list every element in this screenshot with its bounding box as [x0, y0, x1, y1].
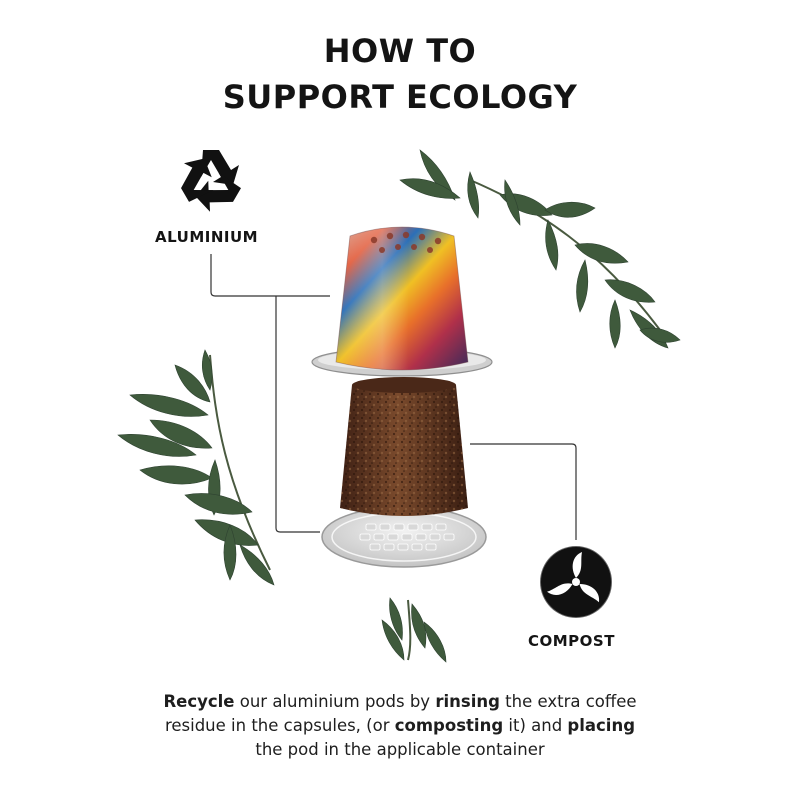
leaf-branch-left [117, 349, 275, 586]
title-line-1: HOW TO [323, 32, 477, 70]
compost-connector [470, 443, 577, 540]
caption: Recycle our aluminium pods by rinsing th… [0, 690, 800, 762]
lid-connector [275, 296, 320, 533]
aluminium-label: ALUMINIUM [155, 228, 259, 246]
caption-text: our aluminium pods by [234, 692, 436, 711]
caption-text: the extra coffee [499, 692, 637, 711]
connector-lines [210, 254, 577, 540]
caption-line-1: Recycle our aluminium pods by rinsing th… [0, 690, 800, 714]
leaf-branch-bottom [381, 597, 447, 663]
caption-composting: composting [394, 716, 504, 735]
caption-line-2: residue in the capsules, (or composting … [0, 714, 800, 738]
page-title: HOW TO SUPPORT ECOLOGY [0, 28, 800, 120]
caption-text: the pod in the applicable container [255, 740, 545, 759]
leaf-branch-top-right [399, 149, 681, 349]
recycle-icon [181, 150, 241, 212]
aluminium-connector [210, 254, 330, 297]
pod-capsule [335, 226, 469, 371]
caption-text: it) and [503, 716, 568, 735]
coffee-grounds [340, 377, 468, 516]
caption-line-3: the pod in the applicable container [0, 738, 800, 762]
caption-rinsing: rinsing [435, 692, 500, 711]
caption-placing: placing [567, 716, 636, 735]
title-line-2: SUPPORT ECOLOGY [222, 78, 578, 116]
pod-lid [321, 506, 487, 568]
compost-icon [539, 545, 613, 619]
compost-label: COMPOST [528, 632, 615, 650]
caption-recycle: Recycle [163, 692, 235, 711]
caption-text: residue in the capsules, (or [164, 716, 395, 735]
